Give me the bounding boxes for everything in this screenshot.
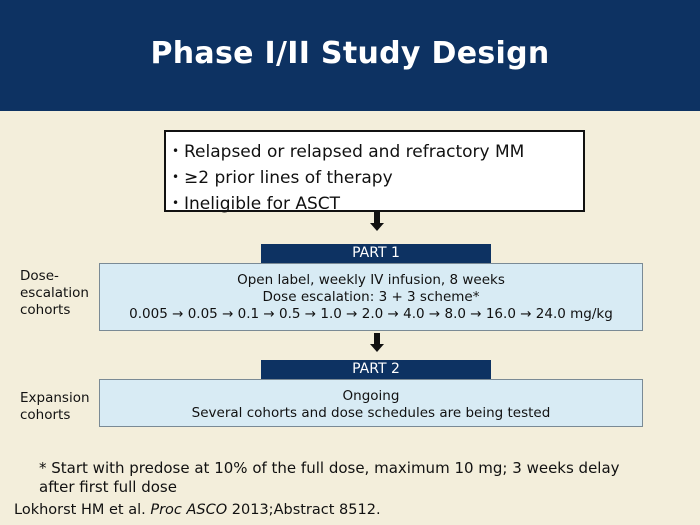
down-arrow-icon xyxy=(370,212,384,232)
part-1-line: Open label, weekly IV infusion, 8 weeks xyxy=(237,272,505,288)
part-1-box: Open label, weekly IV infusion, 8 weeks … xyxy=(99,263,643,331)
criteria-item: •Ineligible for ASCT xyxy=(172,191,583,217)
bullet-icon: • xyxy=(172,144,180,158)
part-1-label: PART 1 xyxy=(261,244,491,263)
title-banner: Phase I/II Study Design xyxy=(0,0,700,111)
part-2-label: PART 2 xyxy=(261,360,491,379)
bullet-icon: • xyxy=(172,170,180,184)
criteria-item: •Relapsed or relapsed and refractory MM xyxy=(172,139,583,165)
expansion-cohorts-label: Expansion cohorts xyxy=(20,390,90,423)
part-1-line: Dose escalation: 3 + 3 scheme* xyxy=(262,289,480,305)
criteria-item: •≥2 prior lines of therapy xyxy=(172,165,583,191)
dose-escalation-label: Dose- escalation cohorts xyxy=(20,268,89,318)
slide-title: Phase I/II Study Design xyxy=(150,36,550,71)
citation: Lokhorst HM et al. Proc ASCO 2013;Abstra… xyxy=(14,502,381,518)
eligibility-criteria-box: •Relapsed or relapsed and refractory MM … xyxy=(164,130,585,214)
part-2-box: Ongoing Several cohorts and dose schedul… xyxy=(99,379,643,427)
footnote: * Start with predose at 10% of the full … xyxy=(39,459,620,496)
bullet-icon: • xyxy=(172,196,180,210)
down-arrow-icon xyxy=(370,333,384,353)
part-2-line: Ongoing xyxy=(342,388,400,404)
dose-escalation-sequence: 0.005 → 0.05 → 0.1 → 0.5 → 1.0 → 2.0 → 4… xyxy=(129,306,613,322)
part-2-line: Several cohorts and dose schedules are b… xyxy=(191,405,551,421)
